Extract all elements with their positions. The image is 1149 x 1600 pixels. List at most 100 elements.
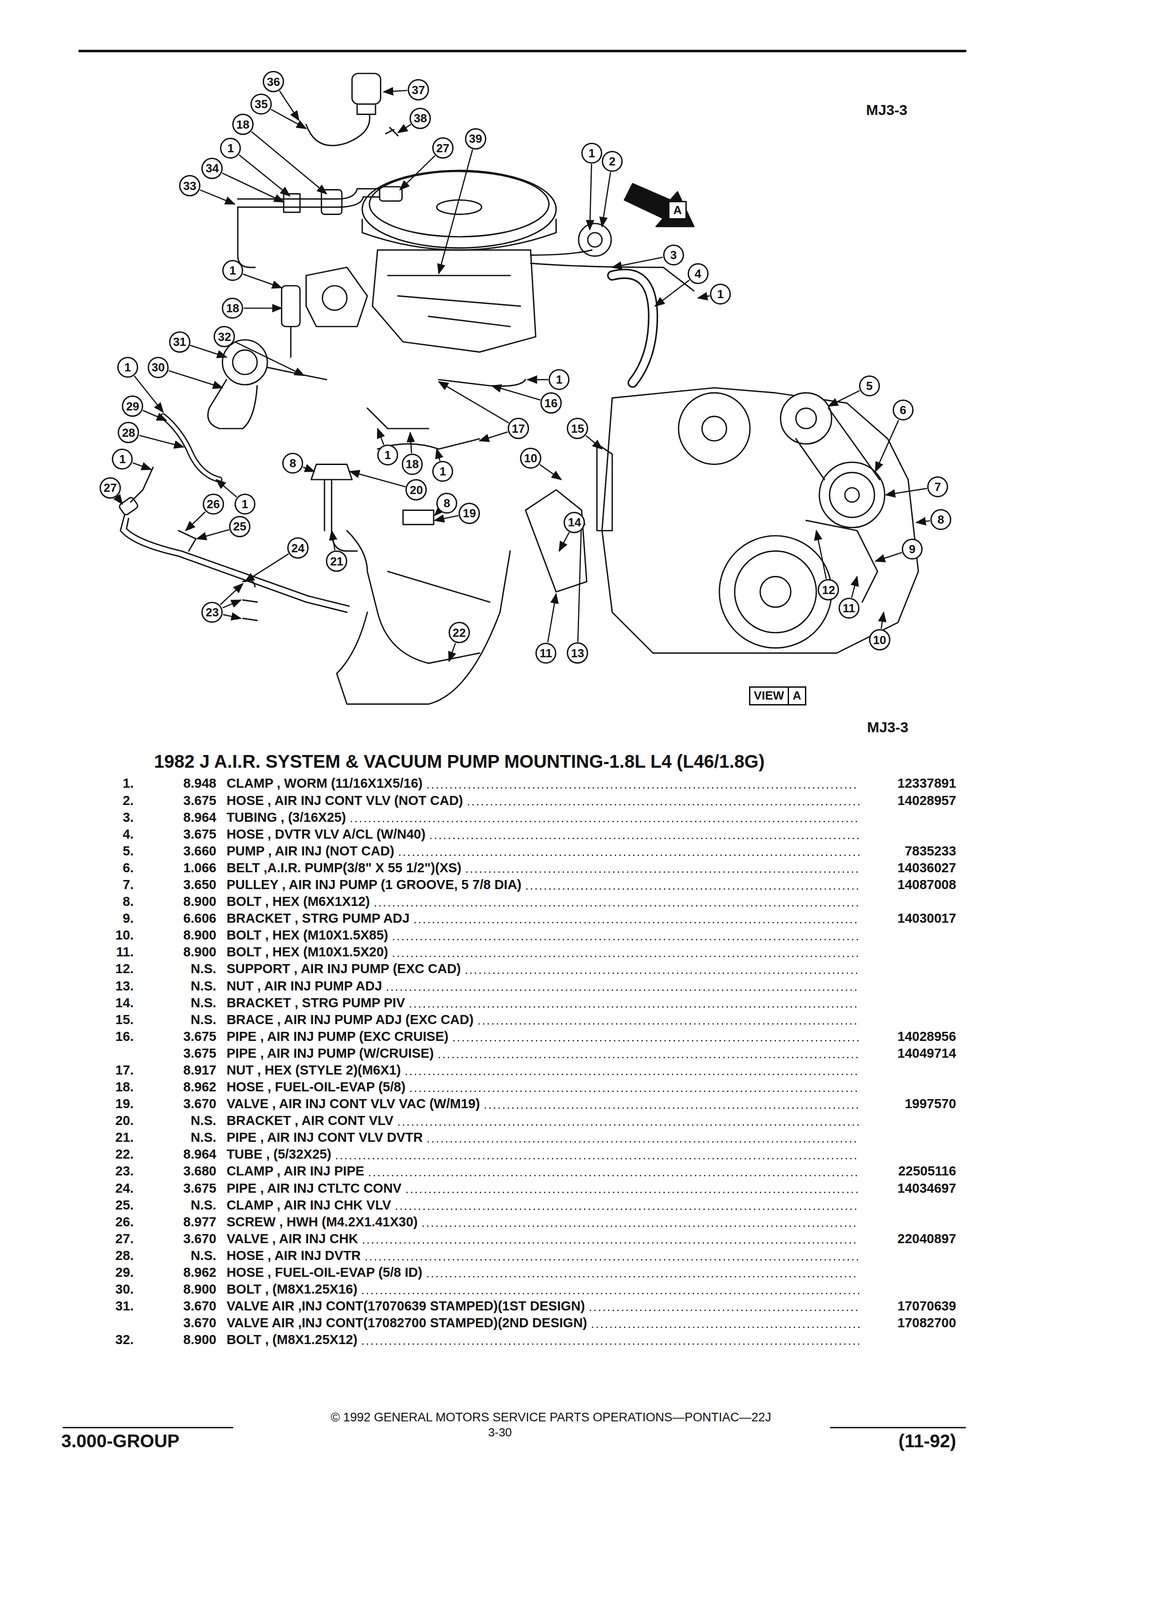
callout-number: 18 xyxy=(232,113,254,135)
part-description: VALVE , AIR INJ CHK xyxy=(226,1231,359,1247)
air-cleaner-rim xyxy=(362,219,557,250)
part-description: HOSE , AIR INJ DVTR xyxy=(226,1248,361,1264)
callout-text: 9 xyxy=(909,543,916,555)
item-number: 20. xyxy=(115,1113,134,1129)
bracket-9 xyxy=(806,520,878,603)
part-description: BRACKET , STRG PUMP ADJ xyxy=(226,910,410,926)
nut-38 xyxy=(385,127,399,136)
leader-line xyxy=(828,390,860,406)
view-box: A xyxy=(668,200,687,220)
leader-line xyxy=(222,599,241,608)
dot-leader xyxy=(466,871,860,873)
group-code: 8.900 xyxy=(183,894,217,910)
item-number: 12. xyxy=(115,961,134,977)
carburetor xyxy=(372,249,536,353)
part-number: 14030017 xyxy=(897,910,957,926)
hose-35 xyxy=(305,114,370,146)
dot-leader xyxy=(393,938,860,940)
part-description: BRACKET , AIR CONT VLV xyxy=(226,1113,394,1129)
leader-line xyxy=(916,520,930,523)
callout-number: 8 xyxy=(436,492,458,514)
callout-text: 17 xyxy=(511,422,525,435)
item-number: 30. xyxy=(115,1281,134,1297)
footer-rule xyxy=(63,1426,233,1429)
leader-line xyxy=(223,614,241,619)
alternator xyxy=(678,392,750,465)
callout-number: 1 xyxy=(432,460,454,482)
part-description: CLAMP , WORM (11/16X1X5/16) xyxy=(226,775,423,791)
group-code: N.S. xyxy=(190,995,217,1011)
part-description: NUT , AIR INJ PUMP ADJ xyxy=(226,978,382,994)
group-code: N.S. xyxy=(190,1248,217,1264)
group-code: 8.962 xyxy=(183,1264,217,1280)
leader-line xyxy=(851,576,858,598)
part-number: 7835233 xyxy=(904,843,957,859)
item-number: 31. xyxy=(115,1298,134,1314)
group-code: 8.948 xyxy=(183,775,217,791)
part-description: VALVE AIR ,INJ CONT(17070639 STAMPED)(1S… xyxy=(226,1298,585,1314)
leader-line xyxy=(196,529,230,539)
callout-number: 19 xyxy=(458,502,480,525)
check-valve xyxy=(118,496,139,516)
callout-number: 20 xyxy=(405,479,427,501)
dot-leader xyxy=(363,1242,860,1244)
callout-text: 8 xyxy=(443,497,450,510)
dot-leader xyxy=(414,921,860,924)
pipe-21 xyxy=(324,479,358,551)
leader-line xyxy=(539,464,561,480)
callout-text: 8 xyxy=(937,513,945,526)
dot-leader xyxy=(396,1208,860,1210)
callout-number: 27 xyxy=(99,477,121,499)
part-number: 17082700 xyxy=(897,1315,957,1331)
part-description: VALVE AIR ,INJ CONT(17082700 STAMPED)(2N… xyxy=(226,1315,587,1331)
part-description: BOLT , (M8X1.25X12) xyxy=(226,1332,358,1348)
callout-number: 15 xyxy=(566,417,589,440)
hose-18-lower xyxy=(281,285,300,327)
callout-text: 28 xyxy=(121,426,135,439)
callout-number: 24 xyxy=(287,537,309,559)
callout-text: 23 xyxy=(205,606,219,619)
wing-nut xyxy=(436,199,482,215)
callout-number: 1 xyxy=(709,283,731,305)
group-code: 6.606 xyxy=(183,910,217,926)
leader-line xyxy=(142,410,167,421)
leader-line xyxy=(139,435,185,447)
air-control-valve-cap xyxy=(232,349,258,375)
part-description: PIPE , AIR INJ PUMP (W/CRUISE) xyxy=(226,1045,434,1061)
dot-leader xyxy=(428,787,860,789)
callout-number: 29 xyxy=(121,395,144,417)
callout-text: 39 xyxy=(469,132,483,145)
group-code: N.S. xyxy=(190,1012,217,1028)
crank-pulley xyxy=(719,535,832,649)
callout-number: 1 xyxy=(234,493,256,515)
part-number: 1997570 xyxy=(904,1096,957,1112)
check-valve-27 xyxy=(379,186,402,201)
callout-number: 34 xyxy=(201,157,223,180)
callout-number: 35 xyxy=(250,93,272,115)
part-description: BOLT , (M8X1.25X16) xyxy=(226,1281,358,1297)
dot-leader xyxy=(369,1174,860,1177)
part-description: BOLT , HEX (M10X1.5X20) xyxy=(226,944,389,960)
pipe-16 xyxy=(438,379,526,386)
leader-line xyxy=(654,279,690,306)
group-code: 1.066 xyxy=(183,860,217,876)
callout-number: 28 xyxy=(117,421,140,444)
callout-text: 29 xyxy=(125,400,140,413)
part-description: HOSE , DVTR VLV A/CL (W/N40) xyxy=(226,826,426,842)
item-number: 23. xyxy=(115,1163,134,1179)
callout-text: 21 xyxy=(329,555,344,568)
pulley-7-hub xyxy=(844,487,860,502)
leader-line xyxy=(434,510,440,516)
pulley-7-groove xyxy=(829,472,875,518)
group-code: N.S. xyxy=(190,978,217,994)
dot-leader xyxy=(351,820,860,823)
item-number: 9. xyxy=(122,910,134,926)
dot-leader xyxy=(399,854,860,856)
item-number: 17. xyxy=(115,1062,134,1078)
callout-text: 12 xyxy=(821,584,835,596)
callout-number: 6 xyxy=(892,399,914,421)
air-pump-5 xyxy=(780,392,832,444)
dot-leader xyxy=(406,1073,860,1075)
pipe xyxy=(289,326,292,357)
